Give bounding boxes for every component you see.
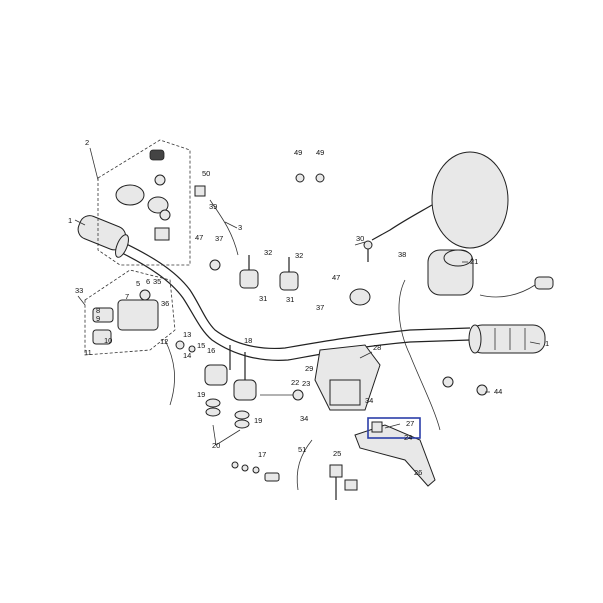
lower-clamps [204, 345, 257, 429]
label-21: 21 [470, 257, 478, 266]
label-35: 35 [153, 277, 161, 286]
part-labels: 1 1 2 3 5 6 7 8 9 10 11 12 13 14 15 16 1… [68, 138, 549, 477]
label-37-b: 37 [316, 303, 324, 312]
label-31-a: 31 [259, 294, 267, 303]
label-50: 50 [202, 169, 210, 178]
label-5: 5 [136, 279, 140, 288]
left-grip [77, 215, 129, 258]
label-33: 33 [75, 286, 83, 295]
right-grip [468, 324, 546, 354]
misc-clips [194, 173, 488, 396]
mirror [363, 151, 509, 262]
label-29: 29 [305, 364, 313, 373]
label-23: 23 [302, 379, 310, 388]
label-37-a: 37 [215, 234, 223, 243]
label-7: 7 [125, 292, 129, 301]
label-32-a: 32 [264, 248, 272, 257]
label-20: 20 [212, 441, 220, 450]
label-14: 14 [183, 351, 191, 360]
label-10: 10 [104, 336, 112, 345]
label-24: 24 [404, 433, 412, 442]
label-47-b: 47 [332, 273, 340, 282]
label-31-b: 31 [286, 295, 294, 304]
highlight-box-27 [367, 417, 421, 439]
label-9: 9 [96, 314, 100, 323]
label-27: 27 [406, 419, 414, 428]
throttle-assembly-group [97, 139, 191, 266]
label-36: 36 [161, 299, 169, 308]
label-18: 18 [244, 336, 252, 345]
label-30: 30 [356, 234, 364, 243]
label-32-b: 32 [295, 251, 303, 260]
cable-left [164, 339, 196, 406]
label-28: 28 [373, 343, 381, 352]
label-47-a: 47 [195, 233, 203, 242]
label-3: 3 [238, 223, 242, 232]
label-49-b: 49 [316, 148, 324, 157]
label-1-left: 1 [68, 216, 72, 225]
label-6: 6 [146, 277, 150, 286]
label-49-a: 49 [294, 148, 302, 157]
label-34-b: 34 [365, 396, 373, 405]
label-26: 26 [414, 468, 422, 477]
label-19-a: 19 [197, 390, 205, 399]
small-parts-17 [231, 461, 280, 482]
clamps [239, 255, 299, 291]
label-39: 39 [209, 202, 217, 211]
label-44: 44 [494, 387, 502, 396]
label-16: 16 [207, 346, 215, 355]
label-17: 17 [258, 450, 266, 459]
lever-assembly [260, 344, 436, 500]
label-34-a: 34 [300, 414, 308, 423]
label-13: 13 [183, 330, 191, 339]
label-15: 15 [197, 341, 205, 350]
label-22: 22 [291, 378, 299, 387]
label-8: 8 [96, 306, 100, 315]
label-11: 11 [84, 348, 92, 357]
label-38: 38 [398, 250, 406, 259]
label-51: 51 [298, 445, 306, 454]
lever-bracket-group [84, 269, 176, 356]
leader-lines [74, 147, 541, 446]
label-2: 2 [85, 138, 89, 147]
label-25: 25 [333, 449, 341, 458]
label-12: 12 [160, 337, 168, 346]
label-19-b: 19 [254, 416, 262, 425]
label-1-right: 1 [545, 339, 549, 348]
